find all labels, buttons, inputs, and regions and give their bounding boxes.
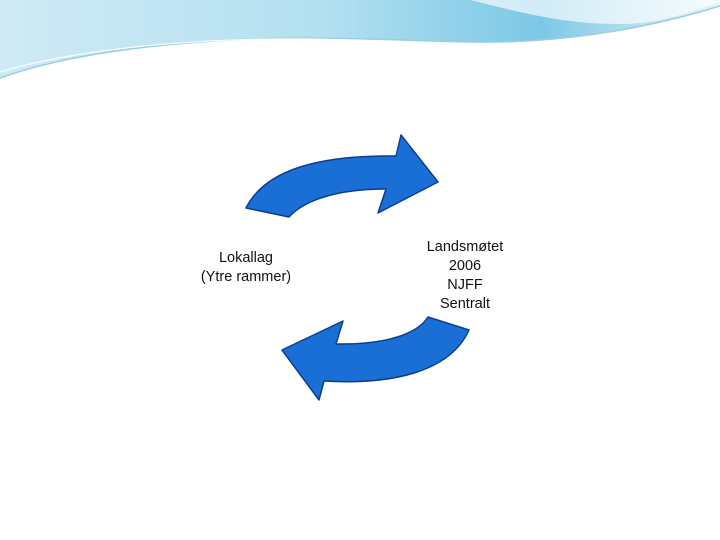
header-wave-banner — [0, 0, 720, 79]
lokallag-label-line-1: Lokallag — [218, 250, 273, 266]
landsmotet-label-line-2: 2006 — [448, 258, 482, 274]
lokallag-label-line-2: (Ytre rammer) — [200, 269, 292, 285]
curved-arrow-right-icon — [245, 134, 439, 218]
lokallag-label: Lokallag (Ytre rammer) — [186, 249, 306, 287]
curved-arrow-left-icon — [281, 316, 470, 401]
landsmotet-label-line-4: Sentralt — [440, 296, 490, 312]
landsmotet-label-line-1: Landsmøtet — [426, 239, 504, 255]
landsmotet-label: Landsmøtet 2006 NJFF Sentralt — [410, 238, 520, 314]
landsmotet-label-line-3: NJFF — [447, 277, 483, 293]
